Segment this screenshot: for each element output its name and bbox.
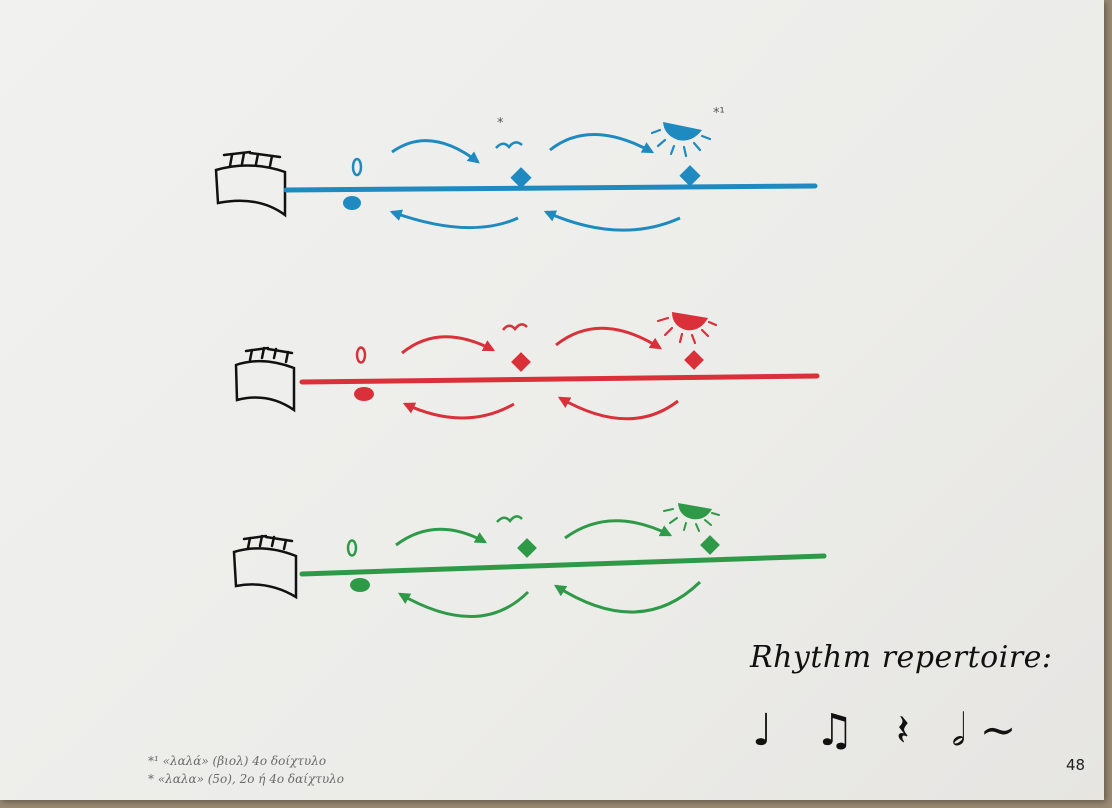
bird-icon — [495, 141, 523, 149]
open-note — [355, 346, 367, 364]
footnote-line: *¹ «λαλά» (βιολ) 4ο δοίχτυλο — [148, 754, 327, 768]
arrow-back-1 — [402, 402, 515, 420]
diamond-note — [510, 167, 532, 189]
arrow-up-2 — [564, 519, 673, 540]
diamond-note — [684, 350, 704, 370]
footnote-line: * «λαλα» (5ο), 2ο ή 4ο δαίχτυλο — [148, 772, 345, 786]
red-staff — [234, 312, 820, 421]
blue-staff — [214, 122, 818, 232]
arrow-up-1 — [395, 527, 488, 547]
arrow-up-1 — [401, 335, 496, 355]
filled-note — [343, 196, 361, 210]
arrow-back-1 — [397, 590, 530, 618]
arrow-up-1 — [391, 139, 480, 164]
red-staff-line — [299, 373, 820, 385]
arrow-back-2 — [557, 396, 679, 421]
green-staff-line — [299, 553, 827, 577]
diamond-note — [517, 538, 537, 558]
open-note — [351, 157, 363, 177]
diamond-note — [511, 352, 531, 372]
drum-icon — [232, 534, 298, 600]
sun-icon — [656, 312, 718, 345]
rhythm-repertoire-title: Rhythm repertoire: — [750, 640, 1053, 675]
open-note — [346, 539, 358, 557]
arrow-back-2 — [543, 210, 681, 232]
filled-note — [354, 387, 374, 401]
filled-note — [350, 578, 370, 592]
bird-footnote-mark: * — [497, 116, 504, 131]
arrow-back-1 — [389, 209, 519, 230]
sun-icon — [663, 503, 720, 532]
rhythm-repertoire-notes: ♩ ♫ 𝄽 𝅗𝅥~ — [752, 705, 1031, 756]
bird-icon — [496, 515, 523, 523]
drum-icon — [234, 346, 296, 413]
blue-staff-line — [283, 183, 818, 193]
diamond-note — [679, 165, 701, 187]
diamond-note — [700, 535, 720, 555]
arrow-up-2 — [555, 326, 663, 350]
page-number: 48 — [1066, 756, 1086, 774]
sun-icon — [650, 122, 712, 158]
sun-footnote-mark: *¹ — [713, 106, 725, 121]
drum-icon — [214, 150, 287, 218]
bird-icon — [502, 323, 528, 331]
arrow-up-2 — [549, 133, 655, 154]
arrow-back-2 — [553, 580, 702, 614]
green-staff — [232, 503, 827, 618]
